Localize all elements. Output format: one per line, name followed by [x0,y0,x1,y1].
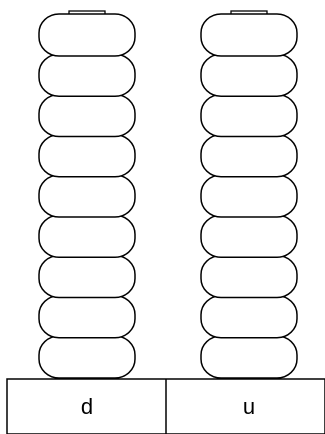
bead [201,336,297,378]
abacus-column-u [201,11,297,378]
bead [201,135,297,177]
abacus-base: d u [7,379,325,434]
bead [39,336,135,378]
bead [201,256,297,298]
bead [39,95,135,137]
place-value-label-d: d [81,394,93,419]
bead [201,215,297,257]
bead [39,296,135,338]
bead [39,135,135,177]
bead-stack [39,14,135,378]
bead [201,175,297,217]
bead [201,14,297,56]
abacus-column-d [39,11,135,378]
place-value-label-u: u [243,394,255,419]
bead [201,296,297,338]
bead [201,95,297,137]
bead [39,215,135,257]
bead [39,175,135,217]
bead [39,14,135,56]
bead-stack [201,14,297,378]
bead [39,54,135,96]
bead [39,256,135,298]
bead [201,54,297,96]
